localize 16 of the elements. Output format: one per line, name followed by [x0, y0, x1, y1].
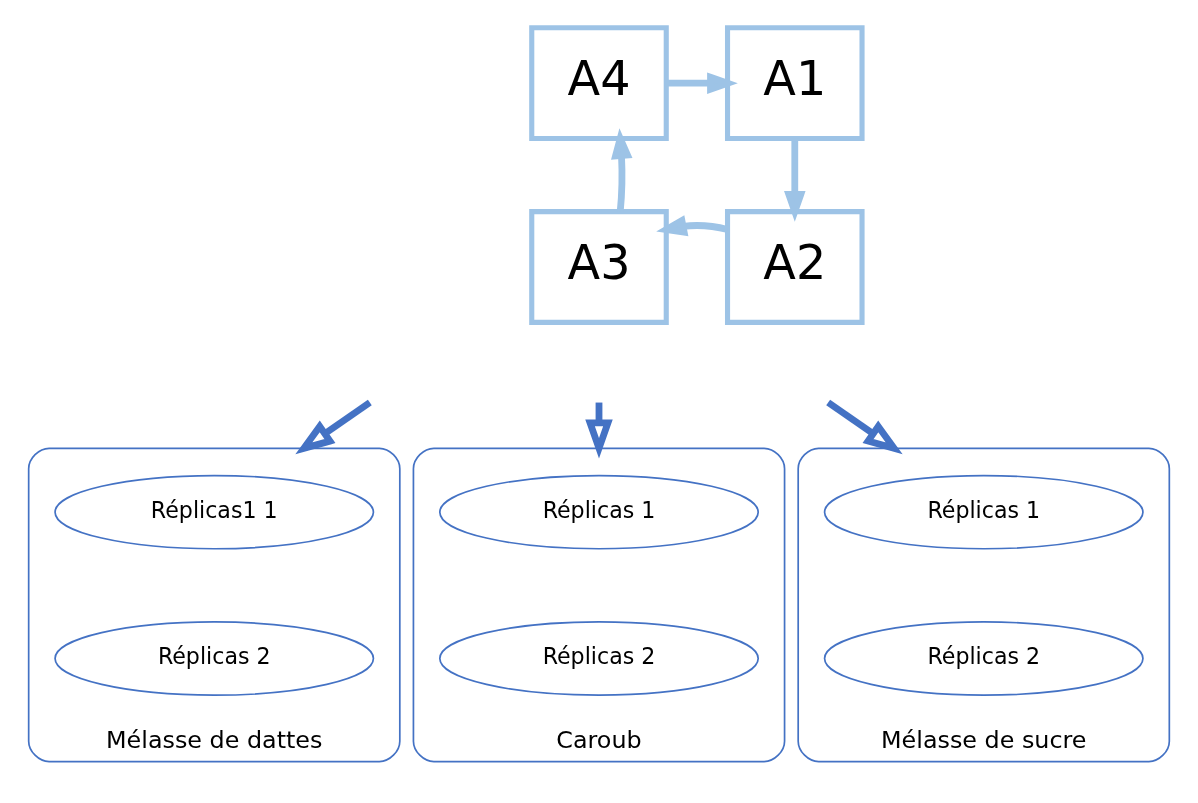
node-ellipse: Réplicas 1: [438, 474, 760, 550]
node-box: A1: [725, 25, 865, 142]
arrow: [784, 138, 806, 222]
arrow: [826, 399, 903, 455]
arrow: [585, 402, 613, 459]
node-box: A3: [529, 209, 669, 325]
arrow: [295, 399, 372, 455]
node-ellipse: Réplicas 2: [54, 621, 375, 696]
node-box: A4: [529, 25, 669, 142]
arrow: [666, 72, 738, 94]
node-ellipse: Réplicas 1: [823, 474, 1144, 550]
node-ellipse: Réplicas 2: [823, 621, 1144, 696]
node-box: A2: [725, 209, 865, 325]
node-ellipse: Réplicas1 1: [54, 474, 375, 550]
node-ellipse: Réplicas 2: [438, 621, 760, 696]
arrow: [611, 128, 633, 212]
